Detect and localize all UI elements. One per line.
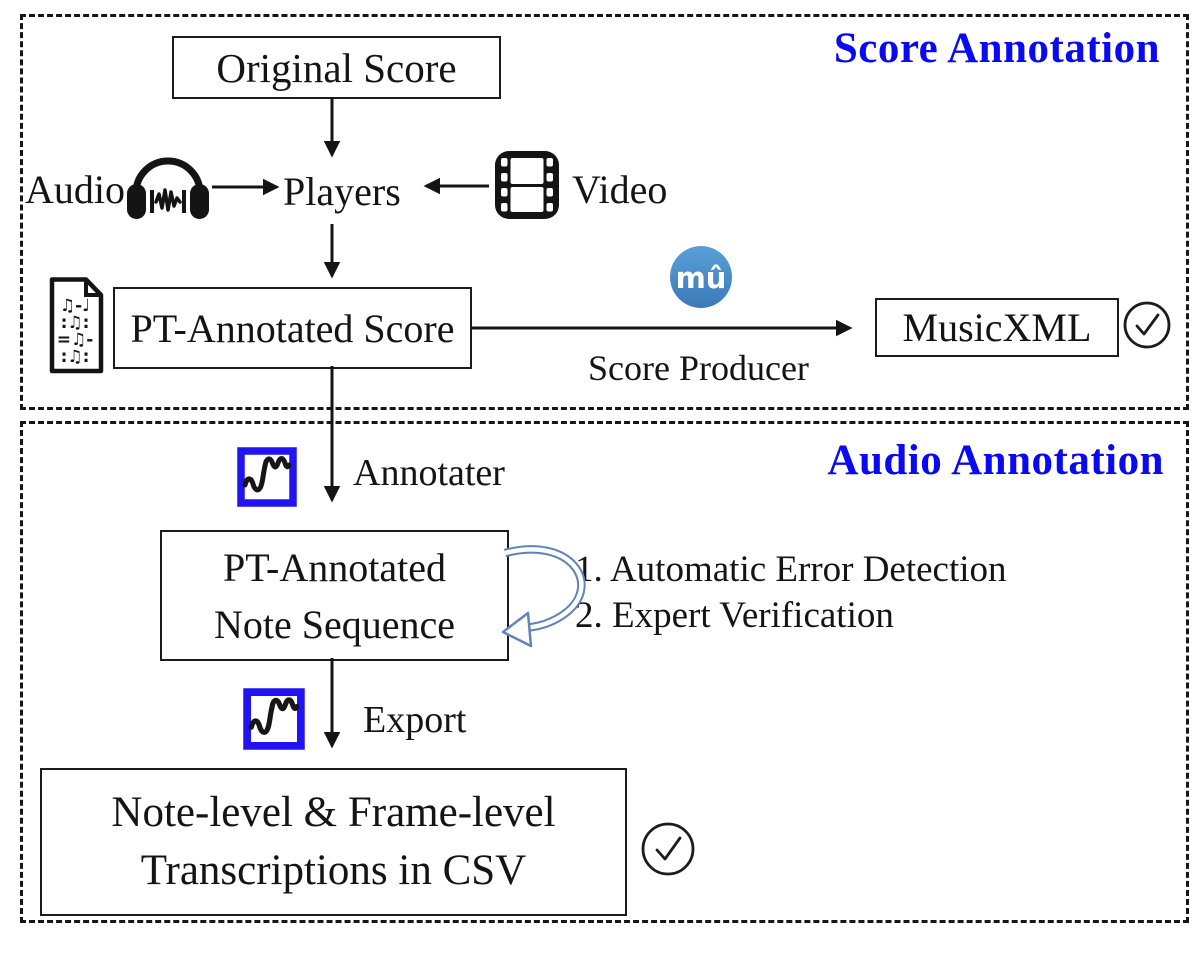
audio-annotation-section-frame [20, 421, 1189, 923]
waveform-annotator-icon [237, 447, 297, 507]
pt-note-sequence-line1: PT-Annotated [223, 544, 446, 590]
score-annotation-title: Score Annotation [833, 25, 1160, 72]
musicxml-label: MusicXML [902, 305, 1092, 350]
musicxml-box: MusicXML [875, 298, 1119, 357]
annotater-label: Annotater [353, 452, 505, 494]
original-score-label: Original Score [216, 44, 457, 91]
audio-annotation-title: Audio Annotation [827, 437, 1164, 484]
pt-annotated-score-label: PT-Annotated Score [130, 305, 455, 351]
players-label: Players [283, 169, 401, 214]
score-producer-label: Score Producer [588, 348, 809, 388]
loop-step-2: 2. Expert Verification [575, 595, 894, 636]
original-score-box: Original Score [172, 36, 501, 99]
audio-label: Audio [25, 167, 125, 212]
loop-step-1: 1. Automatic Error Detection [575, 549, 1007, 590]
music-sheet-icon: ♫-♩ :♫: =♫- :♫: [49, 277, 104, 374]
output-line1: Note-level & Frame-level [111, 789, 556, 836]
svg-text::♫:: :♫: [61, 347, 90, 367]
musescore-glyph: mû [676, 261, 727, 295]
pt-note-sequence-line2: Note Sequence [213, 601, 455, 647]
export-label: Export [363, 699, 467, 741]
waveform-export-icon [243, 688, 305, 750]
svg-text:=♫-: =♫- [57, 330, 94, 350]
headphones-icon [127, 157, 209, 219]
score-annotation-section-frame [20, 14, 1189, 410]
output-line2: Transcriptions in CSV [140, 847, 527, 894]
video-label: Video [572, 167, 668, 212]
svg-text:♫-♩: ♫-♩ [60, 296, 90, 316]
svg-text::♫:: :♫: [61, 313, 90, 333]
output-transcriptions-box: Note-level & Frame-level Transcriptions … [40, 768, 627, 916]
pt-annotated-score-box: PT-Annotated Score [113, 287, 472, 369]
pt-note-sequence-box: PT-Annotated Note Sequence [160, 530, 509, 661]
video-film-icon [495, 151, 559, 219]
musescore-logo: mû [670, 246, 732, 308]
